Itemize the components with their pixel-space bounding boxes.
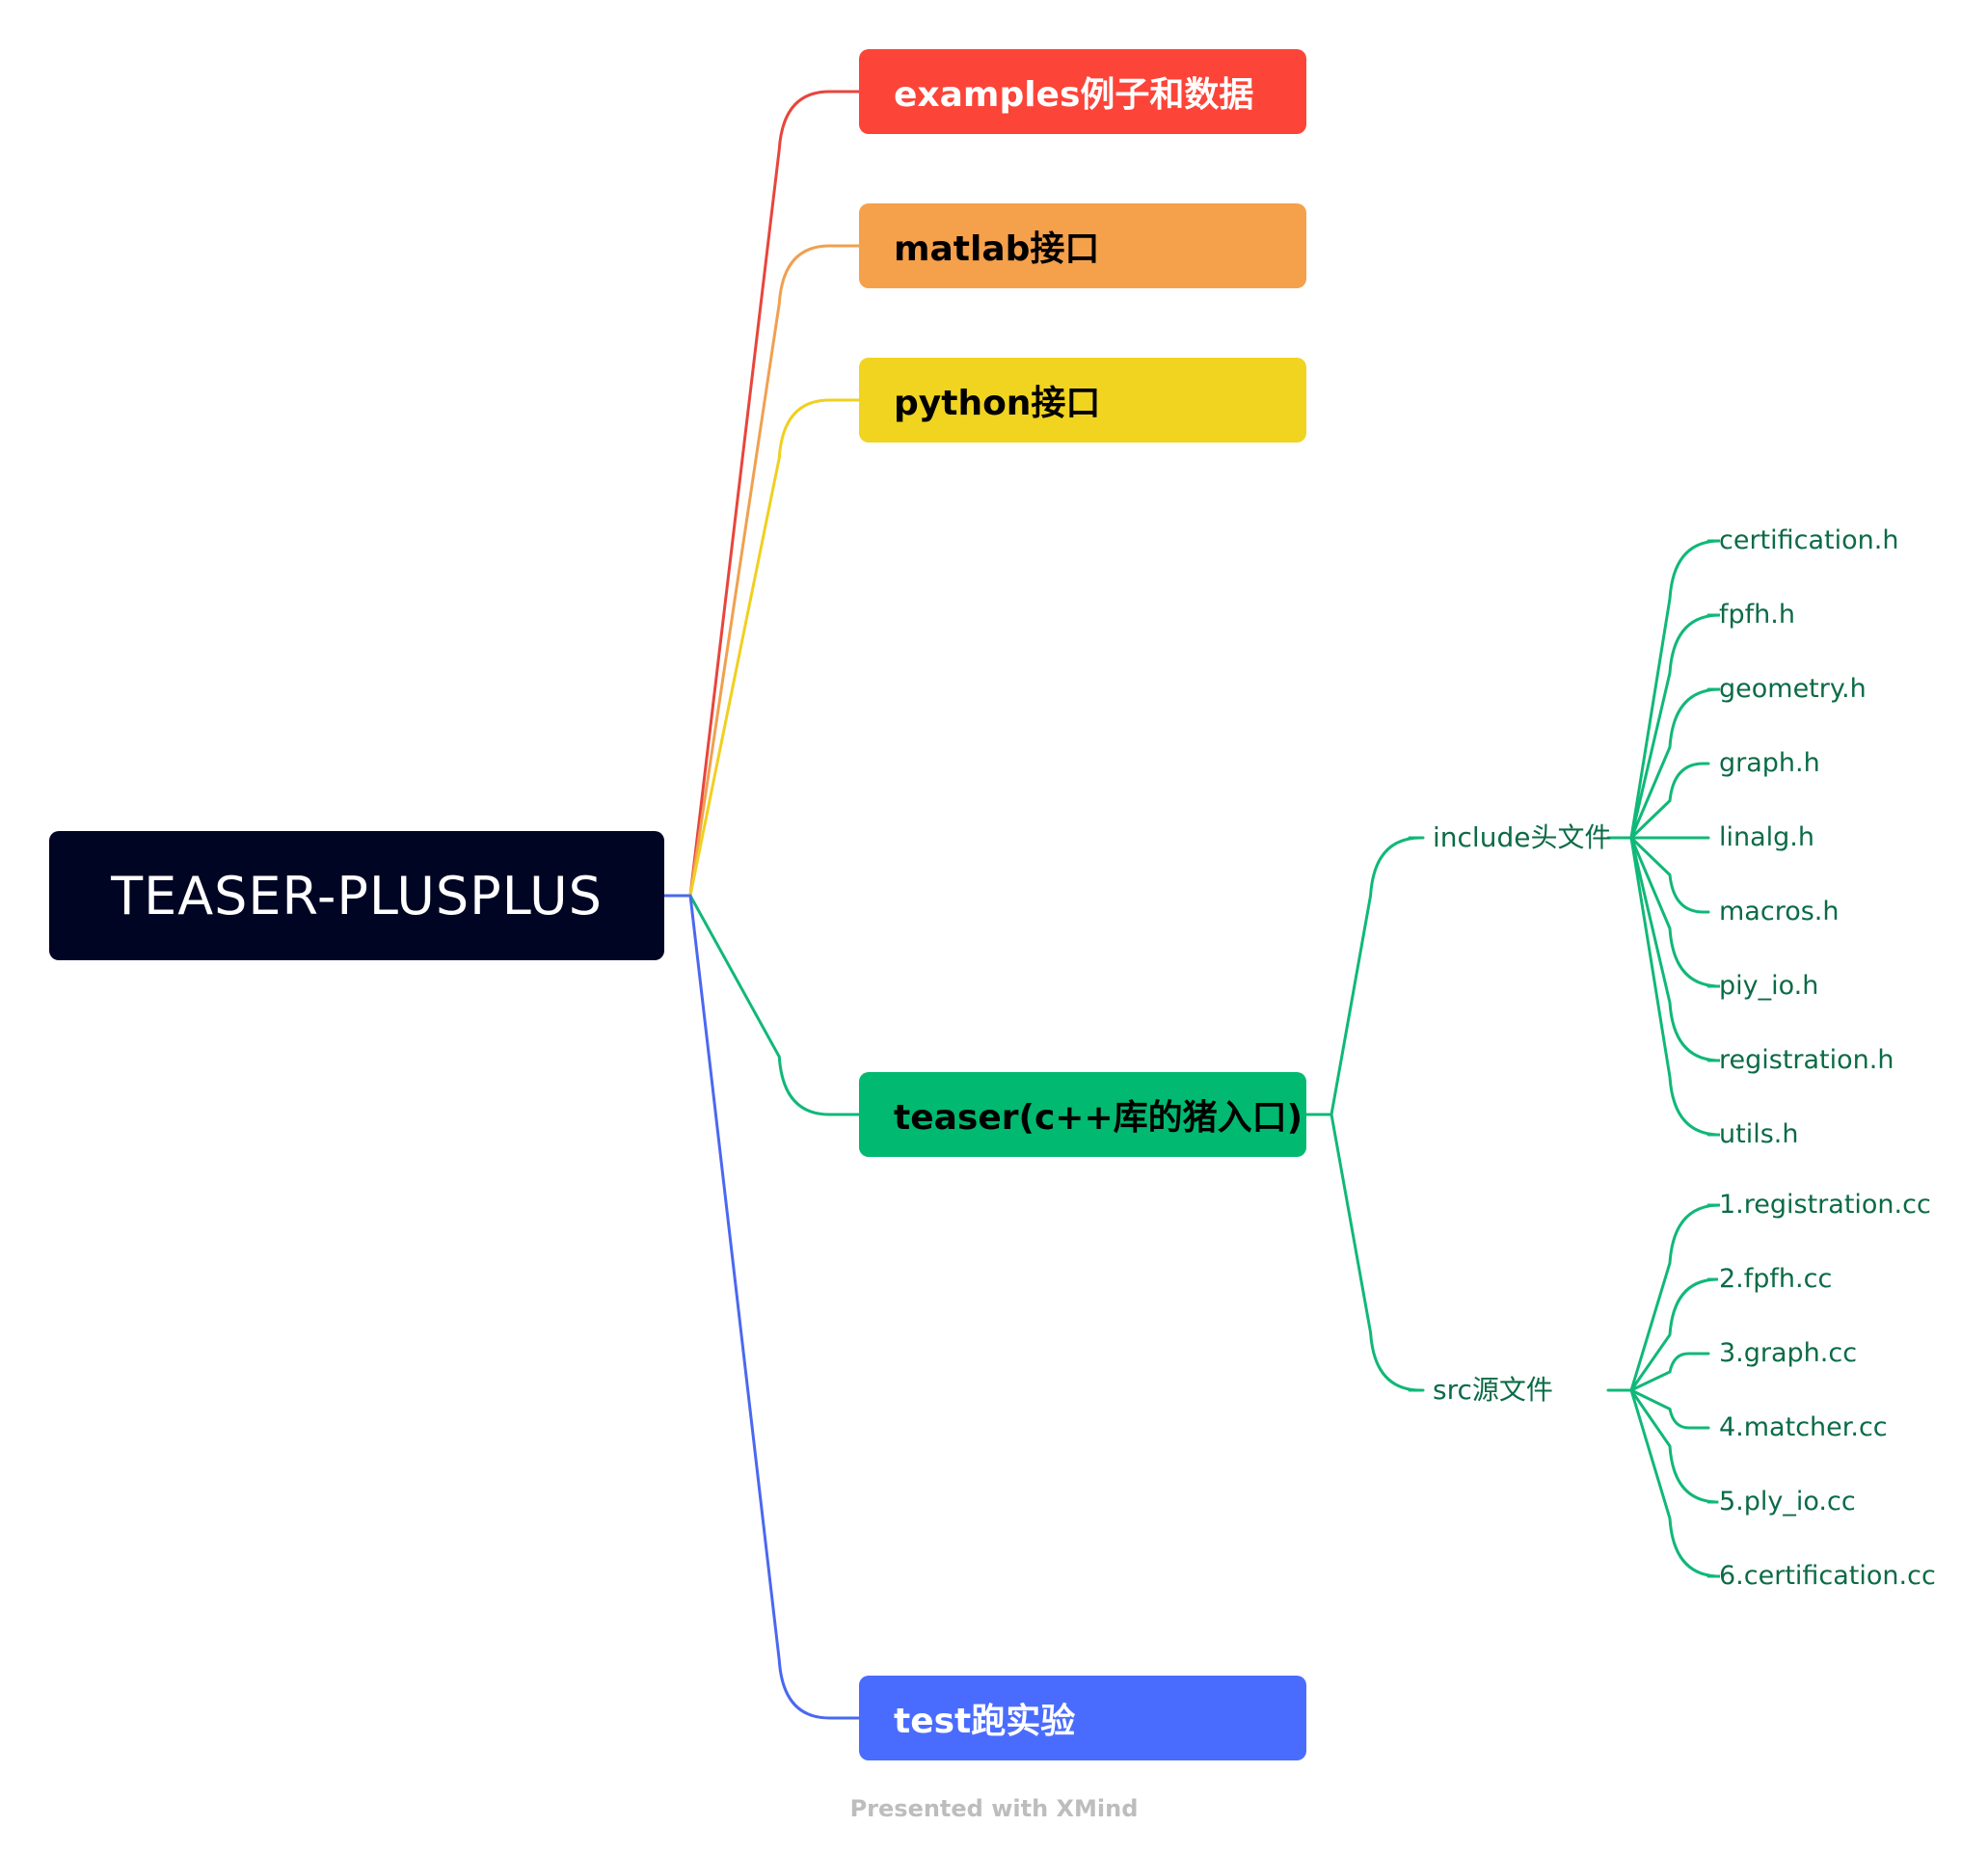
xmind-credit: Presented with XMind [849,1795,1139,1822]
sub-line-include [1330,836,1421,1116]
leaf-line-include-7 [1629,836,1721,1062]
leaf-certification-cc[interactable]: 6.certification.cc [1719,1561,1936,1591]
leaf-matcher-cc[interactable]: 4.matcher.cc [1719,1412,1888,1442]
branch-line-python [688,398,861,898]
leaf-linalg-h[interactable]: linalg.h [1719,822,1814,852]
leaf-line-include-1 [1629,613,1721,840]
subtopic-include[interactable]: include头文件 [1433,821,1612,853]
leaf-macros-h[interactable]: macros.h [1719,897,1840,926]
leaf-line-include-2 [1629,687,1721,840]
leaf-line-include-5 [1629,836,1710,914]
leaf-line-src-1 [1629,1277,1719,1392]
leaf-registration-cc[interactable]: 1.registration.cc [1719,1190,1931,1220]
leaf-fpfh-cc[interactable]: 2.fpfh.cc [1719,1264,1833,1294]
leaf-line-include-6 [1629,836,1721,988]
subtopic-src[interactable]: src源文件 [1433,1374,1553,1406]
leaf-utils-h[interactable]: utils.h [1719,1119,1799,1149]
leaf-geometry-h[interactable]: geometry.h [1719,674,1867,704]
leaf-graph-h[interactable]: graph.h [1719,748,1820,778]
branch-line-teaser [688,894,861,1116]
leaf-line-src-0 [1629,1203,1721,1392]
leaf-line-src-4 [1629,1388,1719,1504]
sub-line-src [1330,1113,1421,1392]
leaf-piy-io-h[interactable]: piy_io.h [1719,971,1819,1001]
leaf-line-src-3 [1629,1388,1710,1430]
branch-teaser[interactable]: teaser(c++库的猪入口) [859,1072,1306,1157]
root-node[interactable]: TEASER-PLUSPLUS [49,831,664,960]
leaf-registration-h[interactable]: registration.h [1719,1045,1894,1075]
leaf-fpfh-h[interactable]: fpfh.h [1719,600,1795,630]
leaf-certification-h[interactable]: certification.h [1719,525,1899,555]
branch-line-examples [688,90,861,898]
leaf-ply-io-cc[interactable]: 5.ply_io.cc [1719,1487,1856,1517]
leaf-line-src-2 [1629,1352,1710,1392]
leaf-line-include-3 [1629,762,1710,840]
leaf-graph-cc[interactable]: 3.graph.cc [1719,1338,1858,1368]
leaf-line-src-5 [1629,1388,1721,1578]
branch-python[interactable]: python接口 [859,358,1306,443]
branch-examples[interactable]: examples例子和数据 [859,49,1306,134]
branch-line-matlab [688,244,861,898]
branch-test[interactable]: test跑实验 [859,1676,1306,1760]
leaf-line-include-0 [1629,539,1721,840]
leaf-line-include-8 [1629,836,1721,1137]
branch-line-test [688,894,861,1720]
branch-matlab[interactable]: matlab接口 [859,203,1306,288]
